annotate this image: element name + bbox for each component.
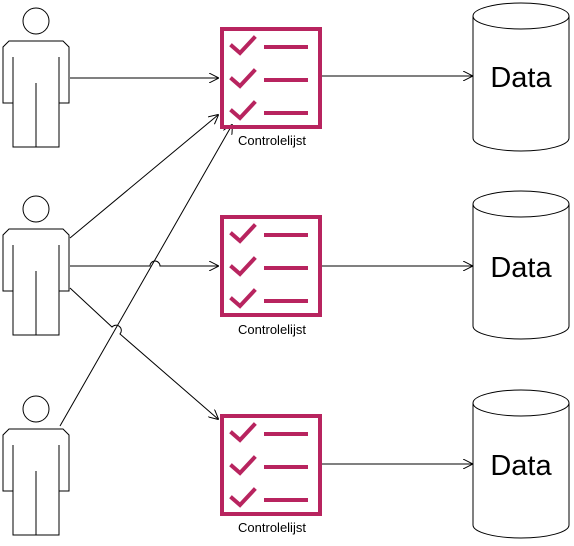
actor-3 [2,395,70,536]
connectors [59,76,472,464]
database-3: Data [472,389,570,539]
database-2: Data [472,190,570,340]
person-icon [2,395,70,536]
database-cylinder-icon [472,2,570,152]
connector-actor3-checklist1 [59,125,232,427]
database-label: Data [490,450,552,482]
person-icon [2,195,70,336]
checklist-3: Controlelijst [220,414,322,535]
checklist-icon [220,27,322,129]
connector-actor2-checklist3 [69,287,218,419]
database-label: Data [490,62,552,94]
connector-actor2-checklist1 [69,115,218,239]
checklist-1: Controlelijst [220,27,322,148]
database-1: Data [472,2,570,152]
checklist-label: Controlelijst [238,520,306,535]
database-cylinder-icon [472,190,570,340]
database-label: Data [490,252,552,284]
person-icon [2,7,70,148]
actor-2 [2,195,70,336]
checklist-2: Controlelijst [220,215,322,337]
checklist-icon [220,414,322,516]
checklist-icon [220,215,322,317]
connector-actor2-checklist2 [70,260,218,266]
checklist-label: Controlelijst [238,133,306,148]
actor-1 [2,7,70,148]
database-cylinder-icon [472,389,570,539]
checklist-label: Controlelijst [238,322,306,337]
